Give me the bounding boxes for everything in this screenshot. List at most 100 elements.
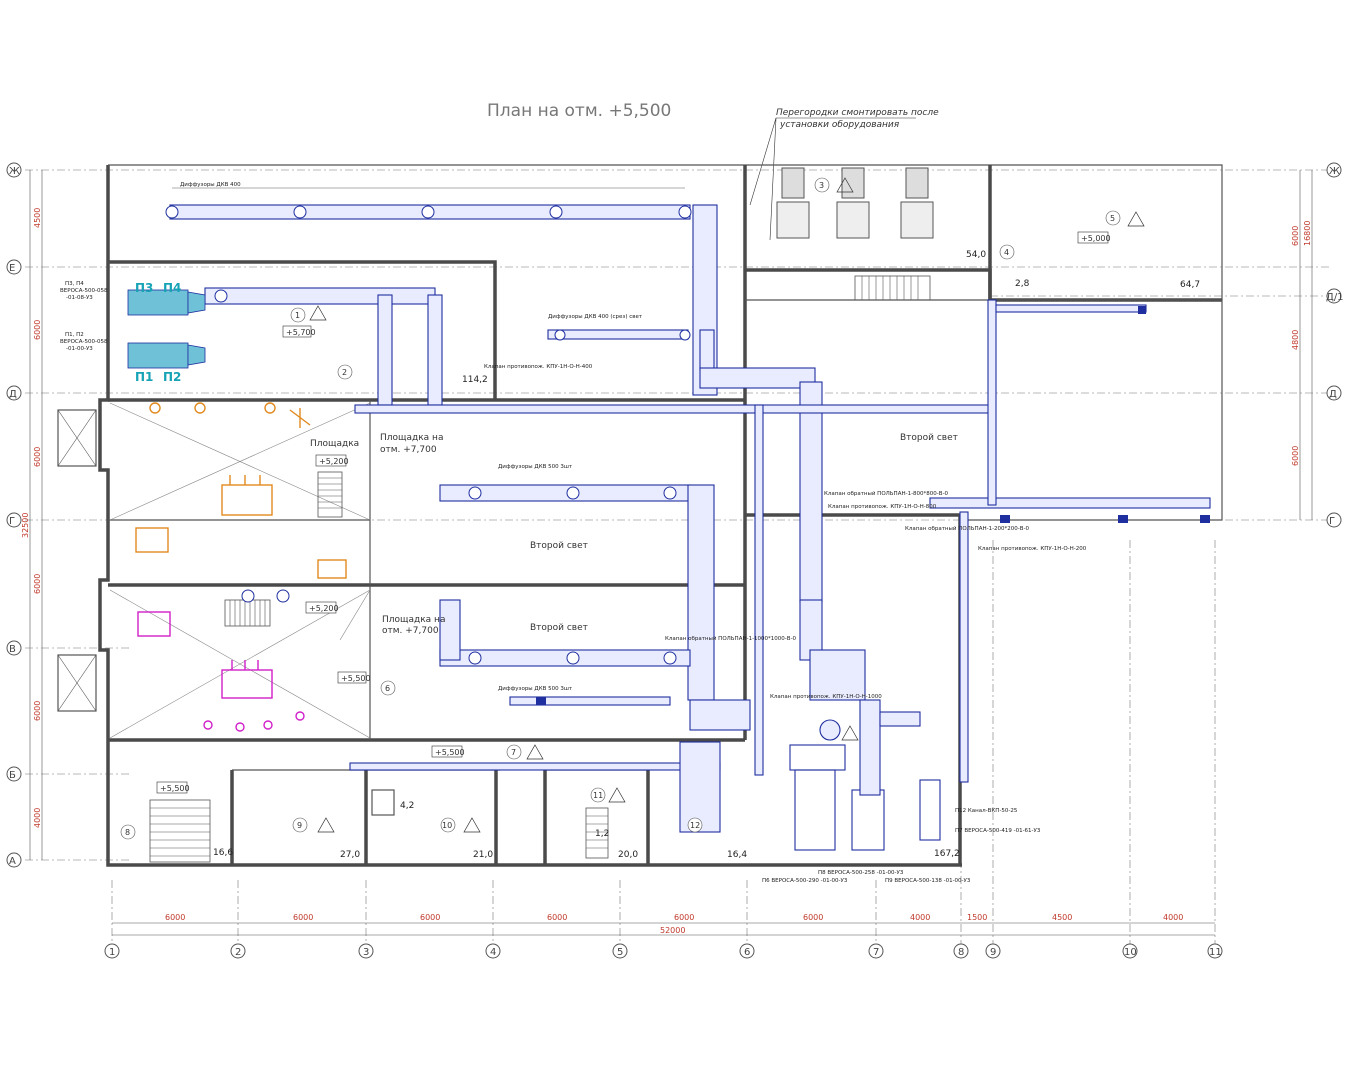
axis-letter-e: Е <box>9 263 15 274</box>
room-areas: 114,2 54,0 64,7 2,8 16,6 27,0 4,2 21,0 2… <box>213 250 1200 860</box>
duct-note-5: Клапан противопож. КПУ-1Н-О-Н-400 <box>484 364 593 370</box>
axis-letter-d1-right: Д/1 <box>1326 292 1344 303</box>
dim-bottom-1: 6000 <box>165 913 185 922</box>
axis-number-9: 9 <box>990 947 996 958</box>
unit-p3p4-spec: ВЕРОСА-500-058 <box>60 288 108 294</box>
room-label-platform-3b: отм. +7,700 <box>382 626 439 636</box>
dim-right-3: 6000 <box>1291 446 1300 466</box>
axis-number-6: 6 <box>744 947 750 958</box>
duct-annotations: Диффузоры ДКВ 400 Диффузоры ДКВ 400 (сре… <box>172 182 1087 700</box>
axis-markers-right: Ж Д/1 Д Г <box>1326 162 1344 528</box>
elevation-2: +5,200 <box>319 457 349 466</box>
room-num-5: 5 <box>1110 214 1115 223</box>
dim-bottom-5: 6000 <box>674 913 694 922</box>
dim-right-2: 4800 <box>1291 330 1300 350</box>
unit-p1p2-spec2: -01-00-У3 <box>66 346 93 352</box>
axis-letter-d-right: Д <box>1329 389 1337 400</box>
axis-letter-b: Б <box>9 770 16 781</box>
axis-markers-left: Ж Е Д Г В Б А <box>6 162 22 868</box>
dim-left-6: 4000 <box>33 808 42 828</box>
area-2: 54,0 <box>966 250 986 260</box>
duct-note-3: Диффузоры ДКВ 500 3шт <box>498 464 573 470</box>
area-6: 27,0 <box>340 850 360 860</box>
unit-p2-label: П2 <box>163 370 181 384</box>
room-num-10: 10 <box>442 821 452 830</box>
dim-bottom-total: 52000 <box>660 926 685 935</box>
axis-number-11: 11 <box>1209 947 1222 958</box>
room-num-4: 4 <box>1004 248 1009 257</box>
duct-note-9: Клапан противопож. КПУ-1Н-О-Н-800 <box>828 504 937 510</box>
axis-letter-zh-right: Ж <box>1329 166 1340 177</box>
room-number-marks: 1 2 3 4 5 6 7 8 9 10 11 12 <box>120 177 1121 840</box>
axis-number-8: 8 <box>958 947 964 958</box>
axis-number-7: 7 <box>873 947 879 958</box>
note-line-2: установки оборудования <box>779 120 900 130</box>
elevation-3: +5,200 <box>309 604 339 613</box>
roof-fans <box>776 167 934 239</box>
room-label-platform-2b: отм. +7,700 <box>380 445 437 455</box>
grid-lines <box>25 169 1330 945</box>
note-line-1: Перегородки смонтировать после <box>776 108 939 118</box>
duct-note-7: Клапан противопож. КПУ-1Н-О-Н-1000 <box>770 694 882 700</box>
dim-bottom-3: 6000 <box>420 913 440 922</box>
area-8: 21,0 <box>473 850 493 860</box>
equip-label-p9: П9 ВЕРОСА-500-138 -01-00-У3 <box>885 878 971 884</box>
room-num-7: 7 <box>511 748 516 757</box>
dim-left-2: 6000 <box>33 320 42 340</box>
area-5: 16,6 <box>213 848 233 858</box>
dimensions-bottom: 6000 6000 6000 6000 6000 6000 4000 1500 … <box>112 913 1215 936</box>
dim-bottom-2: 6000 <box>293 913 313 922</box>
elevation-6: +5,500 <box>160 784 190 793</box>
area-11: 167,2 <box>934 849 960 859</box>
area-1: 114,2 <box>462 375 488 385</box>
dim-left-3: 6000 <box>33 447 42 467</box>
dim-left-5: 6000 <box>33 701 42 721</box>
area-3: 64,7 <box>1180 280 1200 290</box>
dim-bottom-7: 4000 <box>910 913 930 922</box>
axis-markers-bottom: 1 2 3 4 5 6 7 8 9 10 11 <box>104 943 1223 959</box>
room-num-8: 8 <box>125 828 130 837</box>
room-label-platform-2a: Площадка на <box>380 433 443 443</box>
duct-note-11: Клапан противопож. КПУ-1Н-О-Н-200 <box>978 546 1087 552</box>
room-num-12: 12 <box>690 821 700 830</box>
dim-right-total: 16800 <box>1303 221 1312 246</box>
dim-bottom-6: 6000 <box>803 913 823 922</box>
elevation-marks: +5,700 +5,200 +5,200 +5,500 +5,500 +5,50… <box>156 231 1111 794</box>
dimensions-right: 6000 4800 6000 16800 <box>1291 170 1313 520</box>
grilles <box>536 306 1210 705</box>
equip-label-p7: П7 ВЕРОСА-500-419 -01-61-У3 <box>955 828 1041 834</box>
unit-p1p2-spec: ВЕРОСА-500-058 <box>60 339 108 345</box>
dim-bottom-10: 4000 <box>1163 913 1183 922</box>
room-num-1: 1 <box>295 311 300 320</box>
equip-label-p6: П6 ВЕРОСА-500-290 -01-00-У3 <box>762 878 848 884</box>
magenta-equipment <box>137 611 305 732</box>
area-7: 4,2 <box>400 801 414 811</box>
dim-bottom-9: 4500 <box>1052 913 1072 922</box>
dim-left-total: 32500 <box>21 513 30 538</box>
dim-bottom-4: 6000 <box>547 913 567 922</box>
duct-note-4: Диффузоры ДКВ 500 3шт <box>498 686 573 692</box>
axis-letter-d: Д <box>9 389 17 400</box>
dim-left-1: 4500 <box>33 208 42 228</box>
equipment-labels: П6 ВЕРОСА-500-290 -01-00-У3 П8 ВЕРОСА-50… <box>762 808 1041 884</box>
equip-label-p12: П12 Канал-ВКП-50-25 <box>955 808 1018 814</box>
room-label-platform-3a: Площадка на <box>382 615 445 625</box>
duct-note-6: Клапан обратный ПОЛЬПАН-1-1000*1000-В-0 <box>665 635 797 642</box>
room-num-3: 3 <box>819 181 824 190</box>
elevation-5: +5,500 <box>435 748 465 757</box>
axis-letter-v: В <box>9 644 16 655</box>
duct-note-8: Клапан обратный ПОЛЬПАН-1-800*800-В-0 <box>824 490 949 497</box>
revision-triangles <box>309 177 1145 833</box>
room-num-9: 9 <box>297 821 302 830</box>
dim-bottom-8: 1500 <box>967 913 987 922</box>
area-10: 16,4 <box>727 850 747 860</box>
dimensions-left: 4500 6000 6000 6000 6000 4000 32500 <box>21 170 43 860</box>
area-4: 2,8 <box>1015 279 1030 289</box>
room-num-2: 2 <box>342 368 347 377</box>
air-handling-units: П3 П4 П1 П2 П3, П4 ВЕРОСА-500-058 -01-08… <box>60 281 206 384</box>
axis-number-4: 4 <box>490 947 496 958</box>
unit-p1p2-tag: П1, П2 <box>65 332 84 338</box>
equip-label-p8: П8 ВЕРОСА-500-258 -01-00-У3 <box>818 870 904 876</box>
elevation-7: +5,000 <box>1081 234 1111 243</box>
axis-number-10: 10 <box>1124 947 1137 958</box>
